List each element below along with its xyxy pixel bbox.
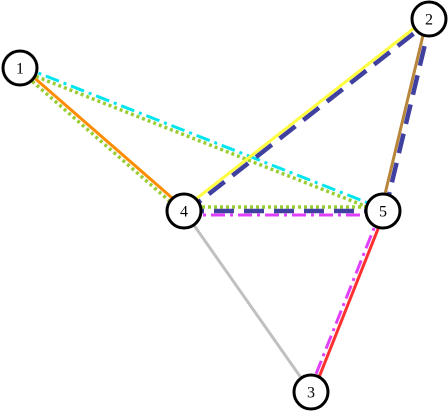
- edge-1-4-dotted: [17, 68, 184, 214]
- node-circle: [1, 49, 39, 87]
- edge-4-3-solid: [182, 210, 313, 393]
- edge-5-3-dash-dot: [307, 209, 383, 392]
- edge-1-4-solid: [20, 65, 187, 211]
- node-label: 5: [379, 204, 387, 221]
- edge-5-2-dashed: [382, 18, 434, 212]
- node-circle: [165, 192, 203, 230]
- node-3: 3: [292, 373, 330, 411]
- node-4: 4: [165, 192, 203, 230]
- edge-4-2-solid: [181, 16, 429, 211]
- node-circle: [410, 0, 448, 38]
- edge-1-5-dash-dot: [20, 64, 385, 211]
- edge-4-2-dashed: [183, 18, 432, 215]
- node-1: 1: [1, 49, 39, 87]
- node-circle: [364, 192, 402, 230]
- node-2: 2: [410, 0, 448, 38]
- node-5: 5: [364, 192, 402, 230]
- edges-layer: [17, 16, 434, 394]
- node-label: 4: [180, 204, 188, 221]
- node-circle: [292, 373, 330, 411]
- edge-5-3-solid: [311, 211, 387, 394]
- node-label: 1: [16, 61, 24, 78]
- edge-1-5-dotted: [18, 68, 383, 215]
- node-label: 2: [425, 12, 433, 29]
- node-label: 3: [307, 385, 315, 402]
- edge-5-2-solid: [379, 18, 429, 211]
